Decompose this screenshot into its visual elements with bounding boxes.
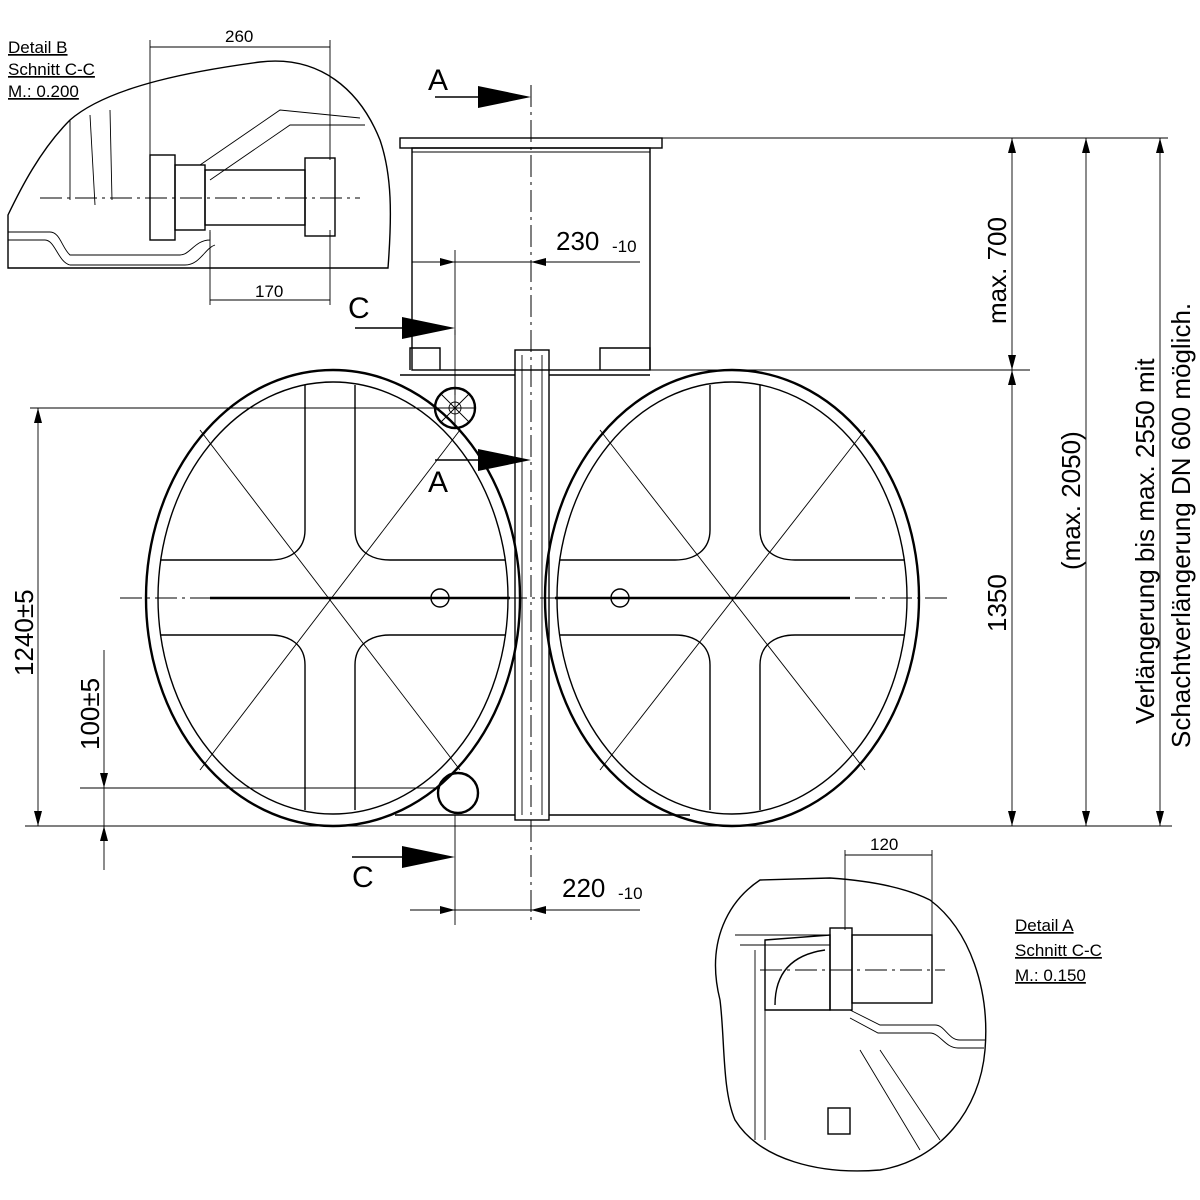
left-tank-diag-2: [199, 429, 461, 771]
dim-max700: max. 700: [982, 217, 1012, 324]
detail-a-dim-120: 120: [870, 835, 898, 854]
dim-1350: 1350: [982, 574, 1012, 632]
detail-b-ribs: [69, 109, 113, 206]
extension-note-line1: Verlängerung bis max. 2550 mit: [1130, 358, 1160, 724]
dim-700-arrow-bottom-icon: [1008, 355, 1016, 370]
detail-b-floor: [8, 231, 216, 266]
dim-2050-arrow-bottom-icon: [1082, 811, 1090, 826]
dim-230-tolerance: -10: [612, 237, 637, 256]
detail-a-ribs: [859, 1049, 941, 1151]
detail-a-scale: M.: 0.150: [1015, 966, 1086, 985]
detail-b-title: Detail B: [8, 38, 68, 57]
detail-b-section: Schnitt C-C: [8, 60, 95, 79]
outlet-pipe: [436, 771, 480, 815]
dim-100-arrow-bottom-icon: [100, 826, 108, 841]
dim-2550-arrow-top-icon: [1156, 138, 1164, 153]
left-rod-joint: [430, 588, 450, 608]
detail-a-clip: [827, 1107, 851, 1135]
dim-230-arrow-left-icon: [440, 258, 455, 266]
detail-a-outline: [714, 877, 987, 1172]
detail-b-socket: [304, 157, 336, 237]
section-a-mid-label: A: [428, 466, 448, 499]
dim-1240: 1240±5: [9, 589, 39, 676]
section-markers: A A C C: [348, 64, 531, 894]
dim-1240-arrow-top-icon: [34, 408, 42, 423]
detail-b-wall: [199, 109, 365, 181]
section-a-mid-arrow-icon: [478, 449, 531, 471]
dim-220-arrow-right-icon: [531, 906, 546, 914]
extension-note-line2: Schachtverlängerung DN 600 möglich.: [1166, 303, 1196, 748]
top-domes: [409, 347, 651, 370]
dim-230-arrow-right-icon: [531, 258, 546, 266]
left-tank-cross-ribs: [160, 385, 505, 810]
right-tank-diag-2: [599, 429, 866, 771]
dim-700-arrow-top-icon: [1008, 138, 1016, 153]
detail-a-floor: [849, 1009, 985, 1049]
detail-b: Detail B Schnitt C-C M.: 0.200 260 170: [7, 27, 392, 305]
inlet-pipe-spokes: [435, 388, 475, 428]
center-collar: [395, 374, 690, 816]
dim-220-arrow-left-icon: [440, 906, 455, 914]
detail-b-scale: M.: 0.200: [8, 82, 79, 101]
section-a-top-arrow-icon: [478, 86, 531, 108]
dimensions: 230 -10 220 -10 max. 700 1350 (max. 2050…: [9, 137, 1196, 925]
section-a-top-label: A: [428, 64, 448, 97]
section-c-bottom-label: C: [352, 861, 374, 894]
dim-1350-arrow-top-icon: [1008, 370, 1016, 385]
detail-a-flange: [829, 927, 853, 1011]
detail-a-section: Schnitt C-C: [1015, 941, 1102, 960]
section-c-top-arrow-icon: [402, 317, 455, 339]
section-c-bottom-arrow-icon: [402, 846, 455, 868]
dim-1240-arrow-bottom-icon: [34, 811, 42, 826]
detail-a-title: Detail A: [1015, 916, 1074, 935]
detail-a-elbow-curve: [774, 949, 826, 1006]
dim-230-value: 230: [556, 226, 599, 256]
center-coupling: [514, 349, 550, 821]
detail-a-wall: [735, 934, 830, 1140]
section-c-top-label: C: [348, 292, 370, 325]
tank-main-view: [120, 85, 950, 925]
dim-2550-arrow-bottom-icon: [1156, 811, 1164, 826]
dim-220-tolerance: -10: [618, 884, 643, 903]
detail-a: Detail A Schnitt C-C M.: 0.150 120: [714, 835, 1102, 1172]
dim-max2050: (max. 2050): [1056, 431, 1086, 570]
detail-a-pipe: [851, 934, 933, 1004]
detail-b-dim-170: 170: [255, 282, 283, 301]
detail-b-outline: [7, 60, 392, 269]
dim-100-arrow-top-icon: [100, 773, 108, 788]
dim-2050-arrow-top-icon: [1082, 138, 1090, 153]
dim-220-value: 220: [562, 873, 605, 903]
dim-100: 100±5: [75, 678, 105, 750]
right-rod-joint: [610, 588, 630, 608]
detail-b-dim-260: 260: [225, 27, 253, 46]
dim-1350-arrow-bottom-icon: [1008, 811, 1016, 826]
